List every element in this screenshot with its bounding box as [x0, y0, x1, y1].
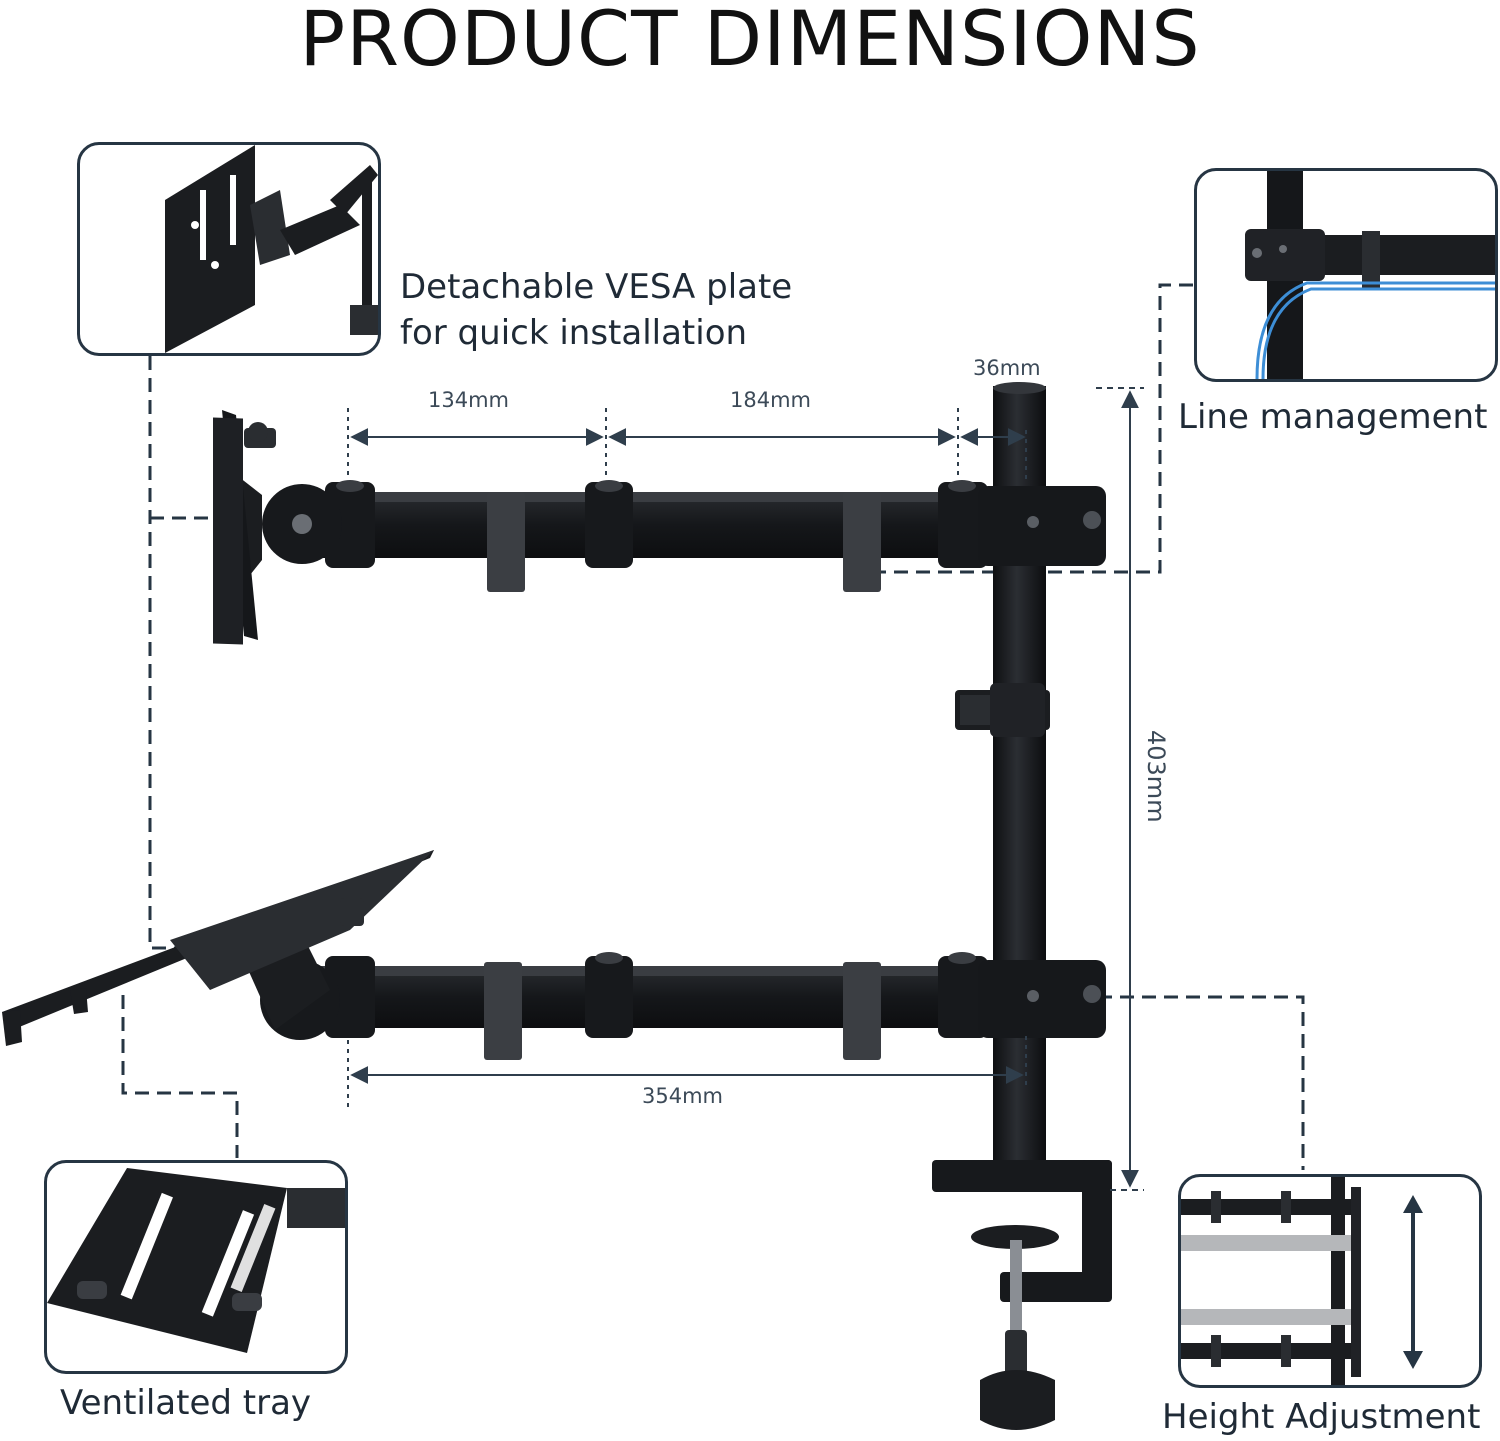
lower-arm: [246, 930, 1106, 1060]
dimension-lines: [347, 387, 1144, 1191]
inset-line-management: [1194, 168, 1498, 382]
line-management-detail-image: [1245, 171, 1495, 379]
upper-arm: [230, 470, 1106, 600]
laptop-tray: [2, 850, 434, 1046]
callout-ventilated-tray: Ventilated tray: [60, 1383, 312, 1423]
dim-label-lower-arm-reach: 354mm: [642, 1084, 723, 1108]
vesa-plate: [213, 410, 276, 645]
tray-connector: [121, 995, 239, 1158]
inset-height-adjustment: [1178, 1174, 1482, 1388]
callout-vesa-line1: Detachable VESA plate: [400, 267, 793, 307]
dim-label-pole-height: 403mm: [1142, 730, 1170, 823]
dim-label-pole-diameter: 36mm: [973, 356, 1041, 380]
inset-ventilated-tray: [44, 1160, 348, 1374]
desk-clamp: [932, 1160, 1112, 1430]
callout-line-management: Line management: [1178, 397, 1488, 437]
height-connector: [1098, 995, 1305, 1170]
page-title: PRODUCT DIMENSIONS: [299, 0, 1201, 83]
vesa-connector: [148, 356, 215, 950]
dim-label-arm-segment-1: 134mm: [428, 388, 509, 412]
callout-height-adjustment: Height Adjustment: [1162, 1397, 1481, 1437]
vesa-plate-detail-image: [165, 145, 378, 353]
dim-label-arm-segment-2: 184mm: [730, 388, 811, 412]
ventilated-tray-detail-image: [47, 1168, 345, 1353]
callout-vesa-line2: for quick installation: [400, 313, 748, 353]
height-adjustment-detail-image: [1181, 1177, 1423, 1385]
inset-vesa-plate: [77, 142, 381, 356]
